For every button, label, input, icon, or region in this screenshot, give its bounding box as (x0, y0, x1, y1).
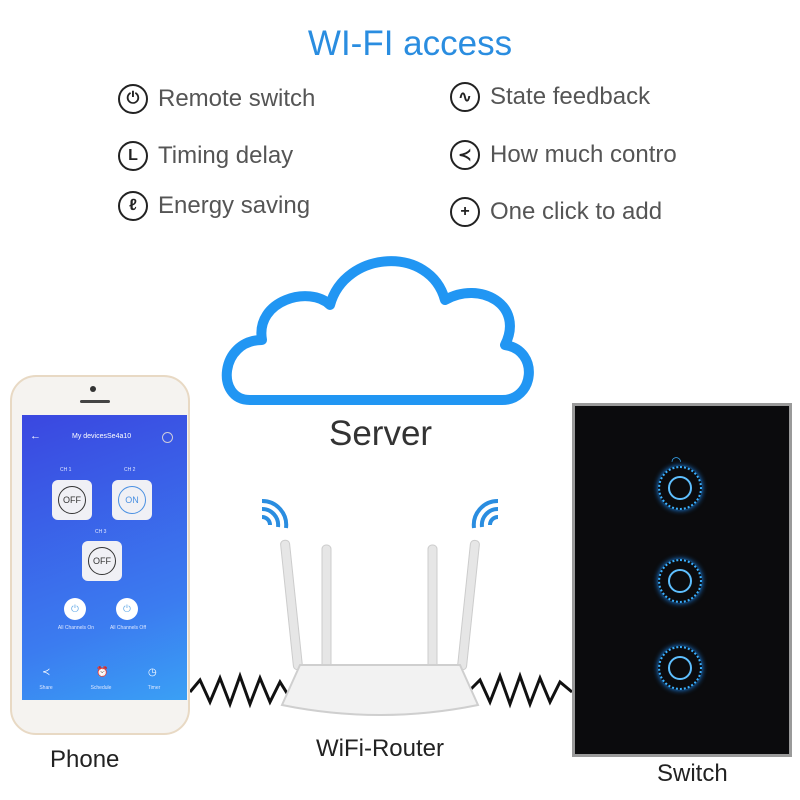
more-icon[interactable] (162, 432, 173, 443)
feature-state-feedback: ∿ State feedback (450, 82, 650, 112)
feature-label: Remote switch (158, 85, 316, 112)
share-tab-label: Share (39, 685, 53, 691)
feature-remote-switch: ⏻ Remote switch (118, 84, 315, 114)
ch2-toggle[interactable]: ON (112, 480, 152, 520)
server-label: Server (329, 414, 433, 453)
phone-camera (90, 386, 96, 392)
switch-label: Switch (657, 760, 728, 787)
signal-line-right (468, 671, 573, 709)
app-title: My devicesSe4a10 (72, 433, 132, 440)
all-off-button[interactable]: ⏻ (116, 598, 138, 620)
ch3-label: CH 3 (95, 529, 107, 535)
feature-timing-delay: L Timing delay (118, 141, 293, 171)
share-tab-icon[interactable]: ≺ (42, 667, 51, 678)
schedule-tab-icon[interactable]: ⏰ (96, 667, 109, 678)
feature-label: How much contro (490, 141, 677, 168)
all-on-button[interactable]: ⏻ (64, 598, 86, 620)
timer-tab-icon[interactable]: ◷ (148, 667, 157, 678)
share-icon: ≺ (450, 140, 480, 170)
wifi-icon-right (471, 498, 499, 529)
ch2-label: CH 2 (124, 467, 136, 473)
power-icon: ⏻ (118, 84, 148, 114)
app-screen: ← My devicesSe4a10 CH 1 CH 2 OFF ON CH 3… (22, 415, 187, 700)
all-off-label: All Channels Off (109, 625, 147, 631)
ch3-toggle[interactable]: OFF (82, 541, 122, 581)
router-label: WiFi-Router (316, 735, 445, 762)
all-on-label: All Channels On (57, 625, 95, 631)
ch2-state: ON (118, 486, 146, 514)
feature-control: ≺ How much contro (450, 140, 677, 170)
feature-label: State feedback (490, 83, 651, 110)
feature-label: Energy saving (158, 192, 311, 219)
phone-speaker (80, 400, 110, 403)
timer-tab-label: Timer (147, 685, 161, 691)
feature-label: Timing delay (158, 142, 294, 169)
cloud-icon (221, 256, 534, 405)
feature-label: One click to add (490, 198, 663, 225)
wifi-indicator-icon: ◠ (671, 454, 682, 468)
page-title: WI-FI access (307, 24, 513, 63)
plus-icon: + (450, 197, 480, 227)
ch1-label: CH 1 (60, 467, 72, 473)
back-icon[interactable]: ← (30, 430, 41, 442)
touch-button-3 (658, 646, 702, 690)
feature-one-click-add: + One click to add (450, 197, 662, 227)
graph-icon: ∿ (450, 82, 480, 112)
schedule-tab-label: Schedule (90, 685, 112, 691)
ch1-state: OFF (58, 486, 86, 514)
router-image (280, 539, 480, 716)
wall-switch-image: ◠ (572, 403, 792, 757)
touch-button-1 (658, 466, 702, 510)
wifi-icon-left (261, 498, 289, 529)
clock-icon: L (118, 141, 148, 171)
ch3-state: OFF (88, 547, 116, 575)
leaf-bulb-icon: ℓ (118, 191, 148, 221)
phone-label: Phone (50, 746, 120, 773)
signal-line-left (188, 671, 301, 709)
ch1-toggle[interactable]: OFF (52, 480, 92, 520)
feature-energy-saving: ℓ Energy saving (118, 191, 310, 221)
touch-button-2 (658, 559, 702, 603)
